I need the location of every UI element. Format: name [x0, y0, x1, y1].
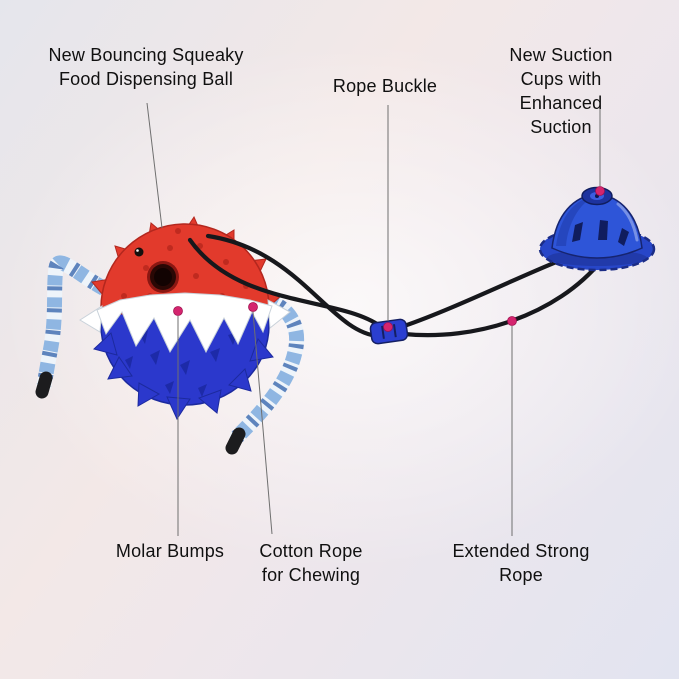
suction-cup-slots [572, 220, 629, 246]
callout-label-ball: New Bouncing Squeaky Food Dispensing Bal… [48, 45, 244, 89]
suction-cup [538, 186, 656, 272]
leader-line-ball [146, 102, 163, 229]
callout-label-molar: Molar Bumps [115, 541, 225, 561]
marker-dots [173, 186, 605, 332]
marker-dot-buckle [383, 322, 393, 332]
rope-tip-right [225, 427, 246, 455]
cotton-rope-left [35, 255, 132, 399]
callout-label-rope: Extended Strong Rope [452, 541, 590, 585]
callout-label-cotton: Cotton Rope for Chewing [259, 541, 363, 585]
callout-label-suction: New Suction Cups with Enhanced Suction [509, 45, 613, 137]
leader-line-cotton [252, 311, 273, 535]
leader-lines [146, 102, 601, 536]
callout-label-buckle: Rope Buckle [332, 76, 438, 96]
rope-tip-left [35, 371, 53, 399]
marker-dot-molar [173, 306, 183, 316]
marker-dot-cotton [248, 302, 258, 312]
marker-dot-suction [595, 186, 605, 196]
food-dispensing-hole [147, 261, 179, 293]
marker-dot-rope [507, 316, 517, 326]
ball-eye [134, 247, 144, 257]
ball-white-spikes [79, 292, 291, 354]
